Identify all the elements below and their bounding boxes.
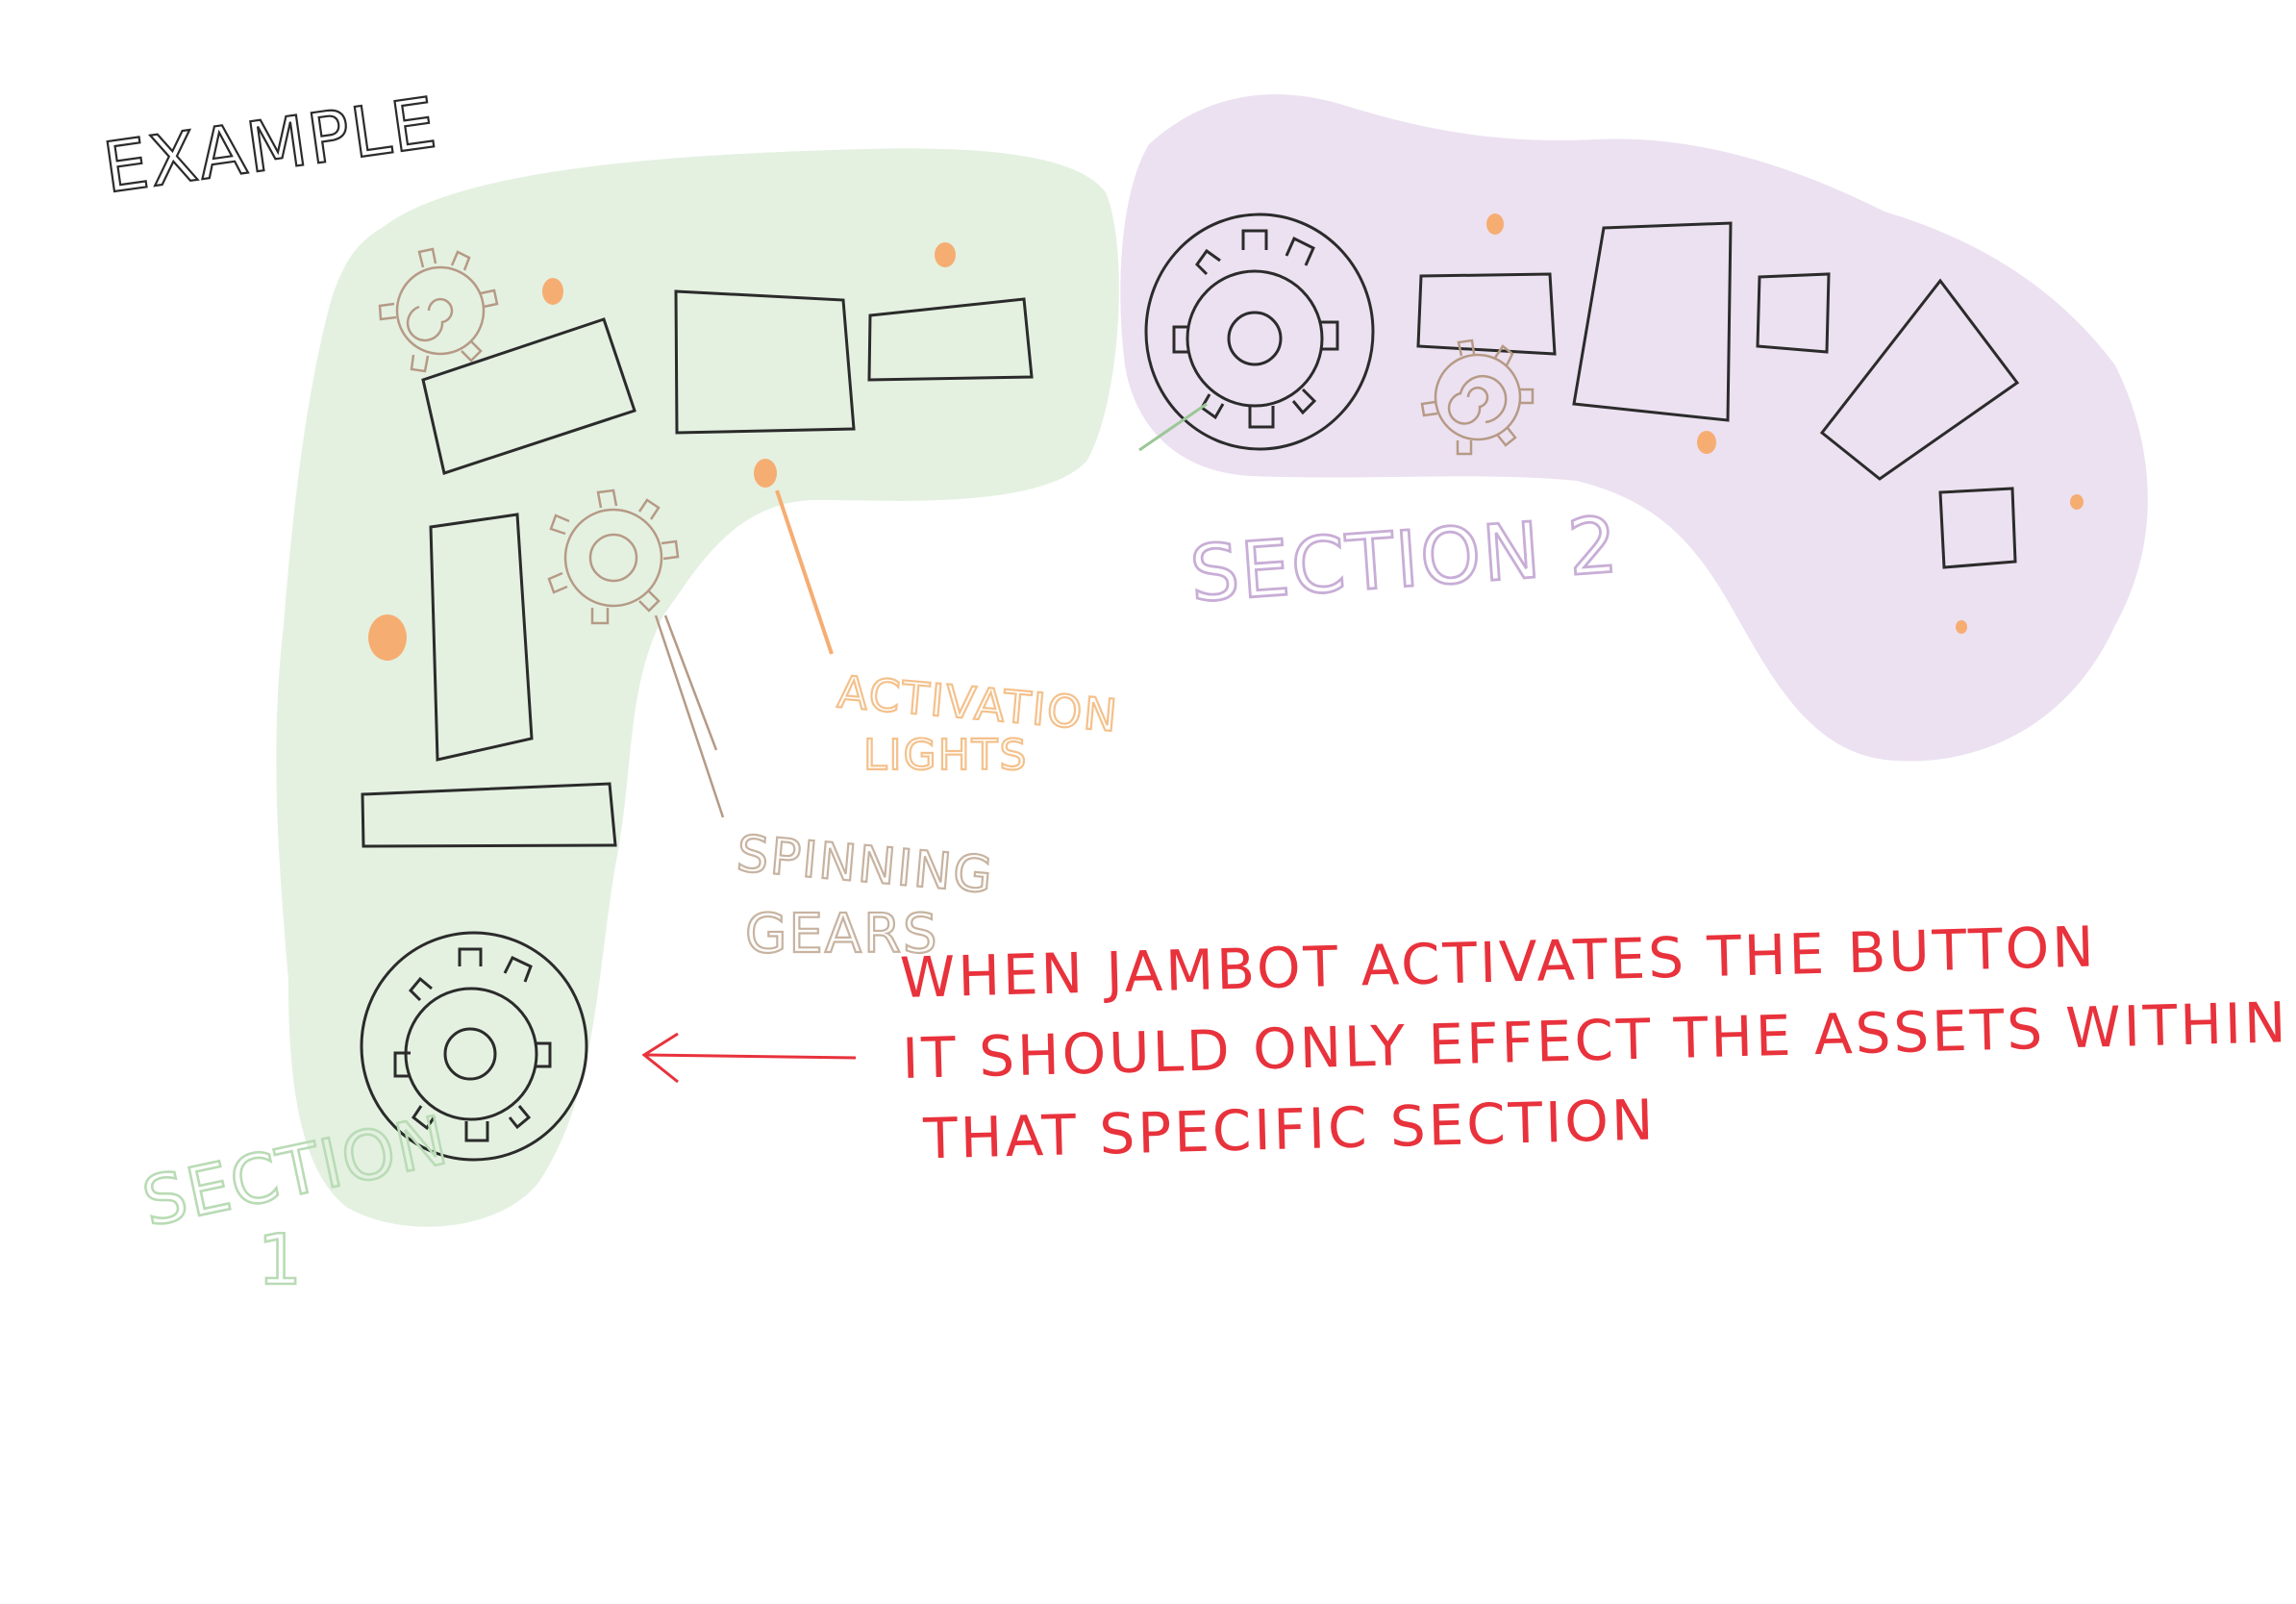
section-2-button [1138,213,1375,452]
block-9 [1819,278,2020,481]
gear-hub [443,1027,497,1081]
spinning-gears-label-2: GEARS [745,903,939,965]
block-5 [361,782,617,848]
light-dot [2070,494,2084,510]
light-dot [542,278,563,305]
gears-pointer-line [654,614,725,818]
gear-icon [378,247,499,373]
light-dot [368,614,407,661]
spinning-gears [378,247,1535,818]
gear-icon [1185,269,1324,408]
note-arrow [641,1032,857,1084]
spinning-gears-label: SPINNING [735,825,996,905]
section-2-label: SECTION 2 [1187,500,1622,619]
activation-lights [368,213,2084,661]
block-1 [421,317,636,475]
note-text: WHEN JAMBOT ACTIVATES THE BUTTON IT SHOU… [899,905,2289,1180]
block-8 [1756,272,1831,354]
light-dot [1956,620,1967,634]
section-1-blocks [361,289,1034,848]
page-title: EXAMPLE [99,82,443,209]
block-7 [1572,221,1733,422]
block-6 [1416,272,1557,356]
block-10 [1938,487,2017,569]
gear-icon [1420,338,1535,456]
connector-line [1138,402,1208,452]
light-dot [1486,213,1504,235]
block-3 [867,297,1034,382]
block-4 [429,513,534,762]
light-dot [754,459,777,488]
section-2-blocks [1416,221,2020,569]
section-1-number: 1 [258,1219,304,1300]
gear-teeth [1172,229,1339,429]
section-1-button [360,931,588,1162]
light-dot [1697,431,1716,454]
section-2-region [1120,94,2148,762]
light-dot [935,242,956,267]
block-2 [674,289,856,435]
lights-pointer-line [775,489,834,655]
gear-icon [547,489,680,625]
button-ring [1144,213,1375,451]
gear-hub [1227,311,1283,366]
section-1-region [276,148,1119,1227]
gear-teeth [393,947,552,1142]
activation-lights-label-2: LIGHTS [863,731,1028,780]
button-ring [360,931,588,1162]
